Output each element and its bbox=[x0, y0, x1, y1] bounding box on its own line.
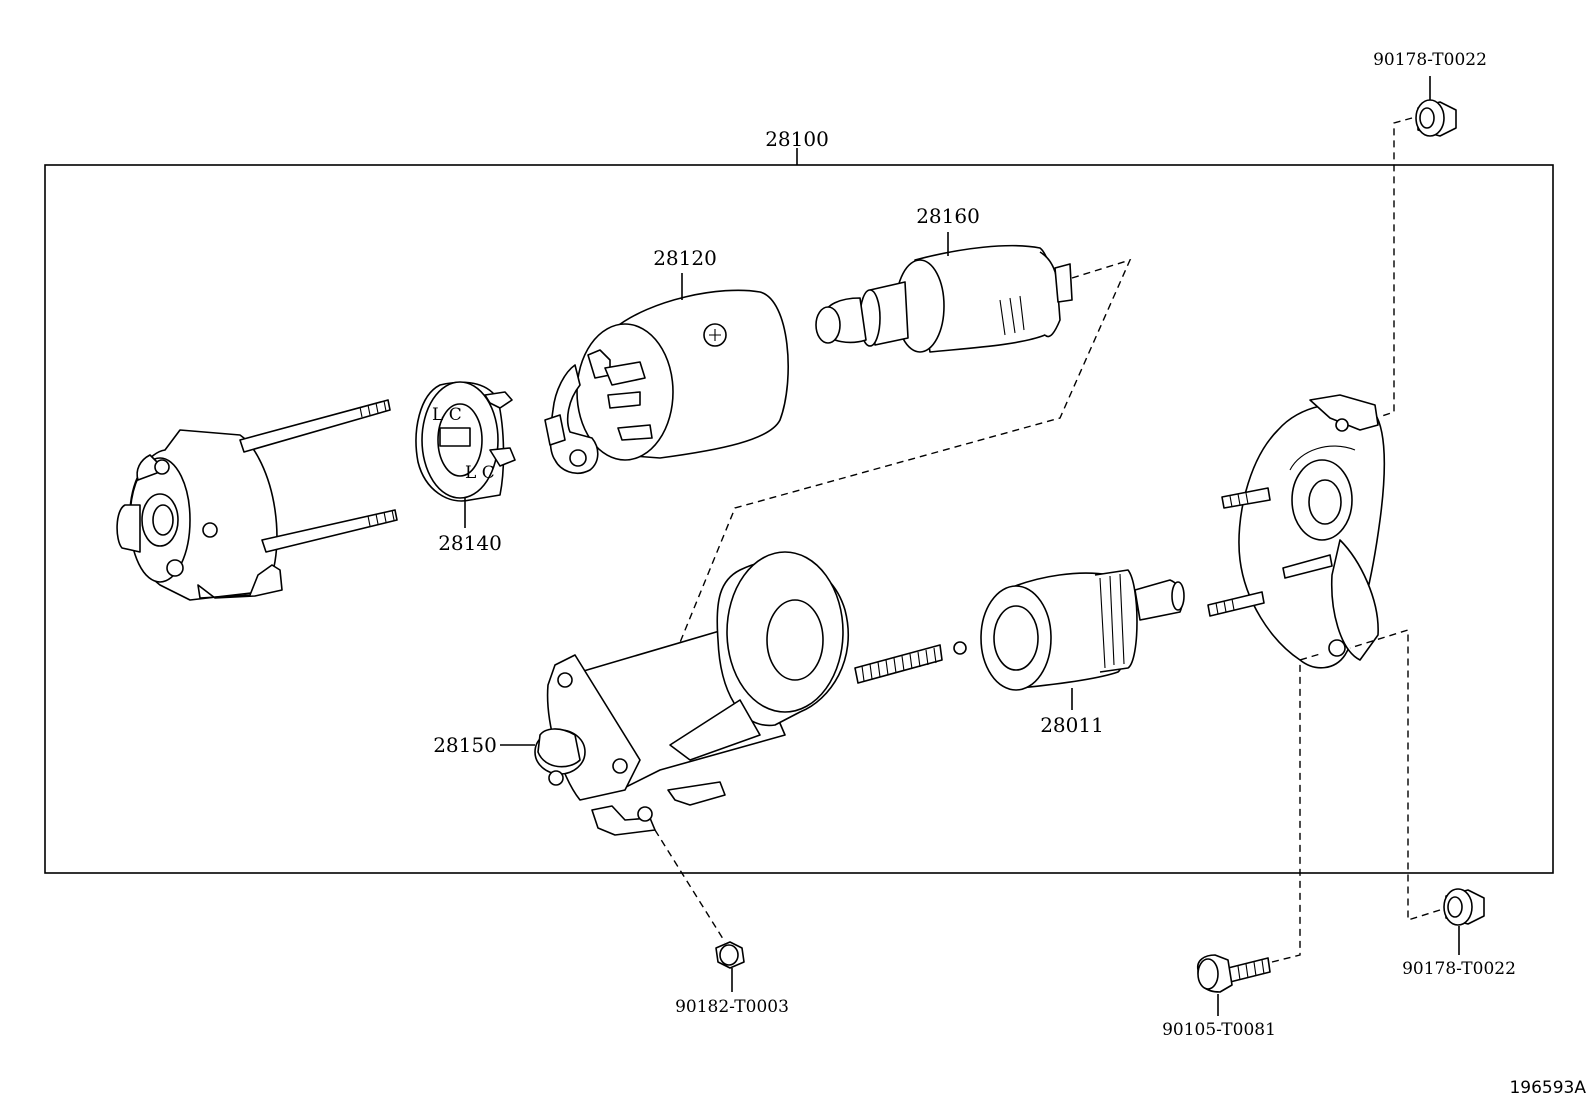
clutch-assembly[interactable] bbox=[980, 569, 1185, 710]
svg-text:L C: L C bbox=[465, 463, 495, 483]
rear-end-cover[interactable] bbox=[116, 399, 398, 601]
nut-bottom-part-number[interactable]: 90178-T0022 bbox=[1402, 959, 1516, 979]
drive-end-frame[interactable] bbox=[1207, 394, 1386, 669]
terminal-nut[interactable] bbox=[715, 941, 745, 969]
return-spring[interactable] bbox=[854, 644, 943, 684]
brush-holder[interactable]: L C L C bbox=[415, 381, 516, 528]
nut-top-part-number[interactable]: 90178-T0022 bbox=[1373, 50, 1487, 70]
nut-top[interactable] bbox=[1415, 99, 1457, 137]
terminal-nut-dashed-line bbox=[654, 829, 726, 943]
reference-code: 196593A bbox=[1509, 1078, 1586, 1098]
assembly-frame bbox=[44, 164, 1554, 874]
bolt[interactable] bbox=[1196, 954, 1271, 993]
nut-bottom-dashed-line bbox=[1349, 629, 1441, 921]
starter-housing[interactable] bbox=[500, 551, 850, 836]
solenoid-switch[interactable] bbox=[544, 273, 789, 475]
bolt-dashed-line bbox=[1271, 653, 1321, 963]
nut-bottom[interactable] bbox=[1443, 888, 1485, 926]
assembly-part-number[interactable]: 28100 bbox=[765, 127, 829, 151]
nut-top-dashed-line bbox=[1381, 117, 1413, 417]
bolt-part-number[interactable]: 90105-T0081 bbox=[1162, 1020, 1276, 1040]
terminal-nut-part-number[interactable]: 90182-T0003 bbox=[675, 997, 789, 1017]
armature-yoke[interactable] bbox=[815, 232, 1073, 353]
steel-ball[interactable] bbox=[953, 641, 967, 655]
brush-holder-part-number[interactable]: 28140 bbox=[438, 531, 502, 555]
svg-text:L C: L C bbox=[432, 405, 462, 425]
solenoid-part-number[interactable]: 28120 bbox=[653, 246, 717, 270]
clutch-part-number[interactable]: 28011 bbox=[1040, 713, 1104, 737]
armature-part-number[interactable]: 28160 bbox=[916, 204, 980, 228]
housing-part-number[interactable]: 28150 bbox=[433, 733, 497, 757]
